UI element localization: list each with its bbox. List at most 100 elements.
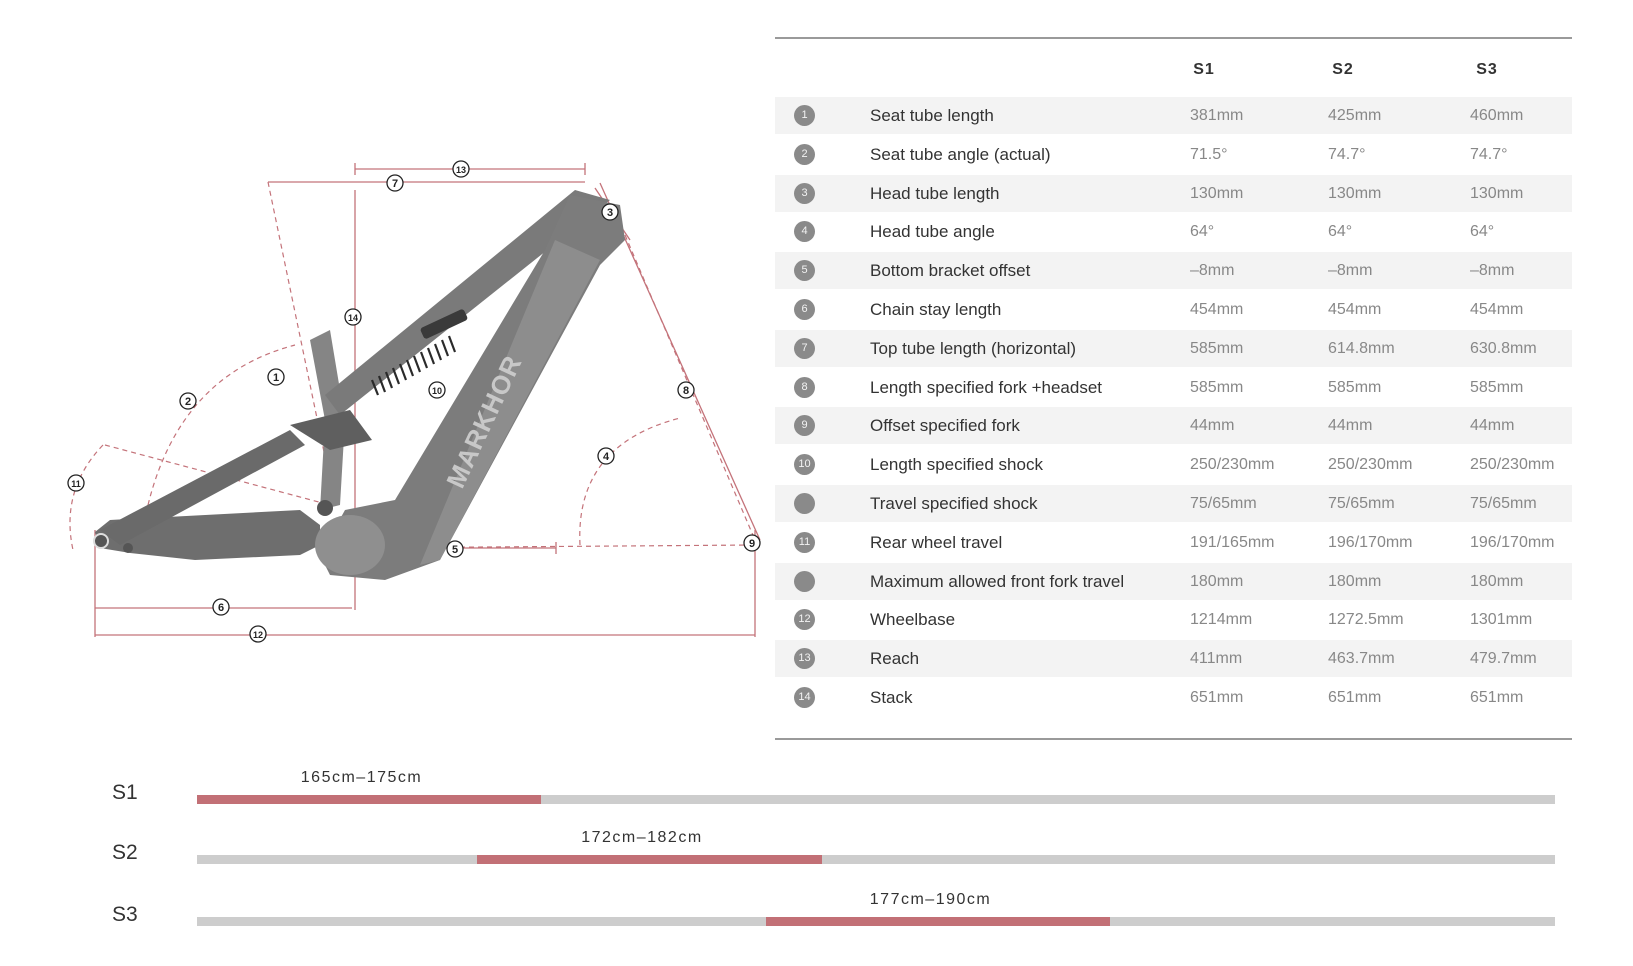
size-range-bar-s2	[476, 855, 822, 864]
callout-number: 6	[218, 602, 224, 614]
row-number-badge: 7	[794, 337, 815, 359]
size-range-text-s1: 165cm–175cm	[300, 769, 423, 786]
value-s3: 196/170mm	[1470, 533, 1555, 551]
value-s3: 479.7mm	[1470, 650, 1537, 668]
row-label: Bottom bracket offset	[870, 261, 1031, 281]
value-s2: 454mm	[1328, 301, 1382, 318]
value-s2: 64°	[1328, 223, 1353, 241]
size-label-s1: S1	[112, 781, 138, 804]
value-s3: 250/230mm	[1470, 456, 1555, 474]
value-s1: 130mm	[1190, 184, 1244, 202]
value-s1: 75/65mm	[1190, 495, 1257, 512]
table-top-rule	[775, 37, 1572, 39]
header-s3: S3	[1476, 61, 1498, 78]
callout-number: 13	[456, 165, 466, 175]
callout-marker	[344, 308, 362, 326]
value-s3: 44mm	[1470, 417, 1515, 435]
bike-frame: MARKHOR	[93, 190, 625, 580]
value-s3: 630.8mm	[1470, 339, 1537, 357]
callout-marker	[212, 598, 230, 616]
value-s1: 381mm	[1190, 107, 1244, 124]
value-s2: –8mm	[1328, 262, 1373, 280]
value-s2: 651mm	[1328, 689, 1382, 706]
value-s2: 1272.5mm	[1328, 611, 1404, 629]
table-bottom-rule	[775, 738, 1572, 740]
value-s2: 180mm	[1328, 572, 1382, 590]
value-s3: 75/65mm	[1470, 495, 1537, 512]
callout-number: 1	[273, 372, 279, 384]
callout-marker	[179, 392, 197, 410]
value-s1: 64°	[1190, 223, 1215, 241]
callout-number: 9	[749, 538, 755, 550]
callout-number: 10	[432, 386, 442, 396]
row-label: Seat tube angle (actual)	[870, 144, 1051, 164]
row-number-badge: 8	[794, 376, 815, 398]
callout-marker	[446, 540, 464, 558]
value-s1: 250/230mm	[1190, 456, 1275, 474]
callout-number: 14	[348, 313, 358, 323]
callout-marker	[67, 474, 85, 492]
row-label: Rear wheel travel	[870, 532, 1003, 552]
callout-number: 3	[607, 207, 613, 219]
callout-marker	[386, 174, 404, 192]
callout-marker	[267, 368, 285, 386]
callout-number: 4	[603, 451, 610, 463]
row-label: Travel specified shock	[870, 494, 1038, 513]
header-s1: S1	[1193, 61, 1215, 78]
value-s1: 454mm	[1190, 301, 1244, 318]
callout-number: 5	[452, 544, 458, 556]
row-number-badge	[794, 493, 815, 514]
row-label: Top tube length (horizontal)	[870, 338, 1077, 358]
callout-marker	[249, 625, 267, 643]
value-s3: 180mm	[1470, 572, 1524, 590]
row-number-badge	[794, 570, 815, 592]
row-label: Wheelbase	[870, 610, 956, 630]
row-label: Maximum allowed front fork travel	[870, 571, 1125, 591]
row-number-badge: 11	[794, 531, 815, 553]
callout-marker	[677, 381, 695, 399]
size-label-s3: S3	[112, 903, 138, 926]
value-s3: 130mm	[1470, 184, 1524, 202]
row-number-badge: 13	[794, 648, 815, 670]
callout-number: 7	[392, 178, 398, 190]
row-label: Head tube angle	[870, 222, 995, 242]
table-row: Maximum allowed front fork travel 180mm 18…	[775, 562, 1572, 600]
value-s2: 425mm	[1328, 107, 1382, 124]
row-label: Stack	[870, 688, 913, 707]
callout-number: 2	[185, 396, 191, 408]
value-s1: 180mm	[1190, 572, 1244, 590]
row-label: Length specified fork +headset	[870, 377, 1103, 397]
row-number-badge: 5	[794, 260, 815, 282]
row-label: Head tube length	[870, 183, 1000, 203]
row-number-badge: 6	[794, 299, 815, 320]
value-s2: 463.7mm	[1328, 650, 1395, 668]
row-label: Length specified shock	[870, 455, 1043, 475]
value-s1: 585mm	[1190, 339, 1244, 357]
value-s3: 74.7°	[1470, 145, 1508, 163]
callout-marker	[597, 447, 615, 465]
size-range-bar-s3	[766, 917, 1110, 926]
value-s2: 585mm	[1328, 378, 1382, 396]
value-s2: 44mm	[1328, 417, 1373, 435]
value-s1: 191/165mm	[1190, 533, 1275, 551]
size-range-text-s3: 177cm–190cm	[869, 891, 992, 908]
row-number-badge: 1	[794, 105, 815, 126]
row-number-badge: 4	[794, 221, 815, 243]
value-s2: 614.8mm	[1328, 339, 1395, 357]
callout-marker	[743, 534, 761, 552]
value-s1: 71.5°	[1190, 145, 1228, 163]
row-number-badge: 3	[794, 182, 815, 204]
callout-marker	[452, 160, 470, 178]
value-s2: 74.7°	[1328, 145, 1366, 163]
